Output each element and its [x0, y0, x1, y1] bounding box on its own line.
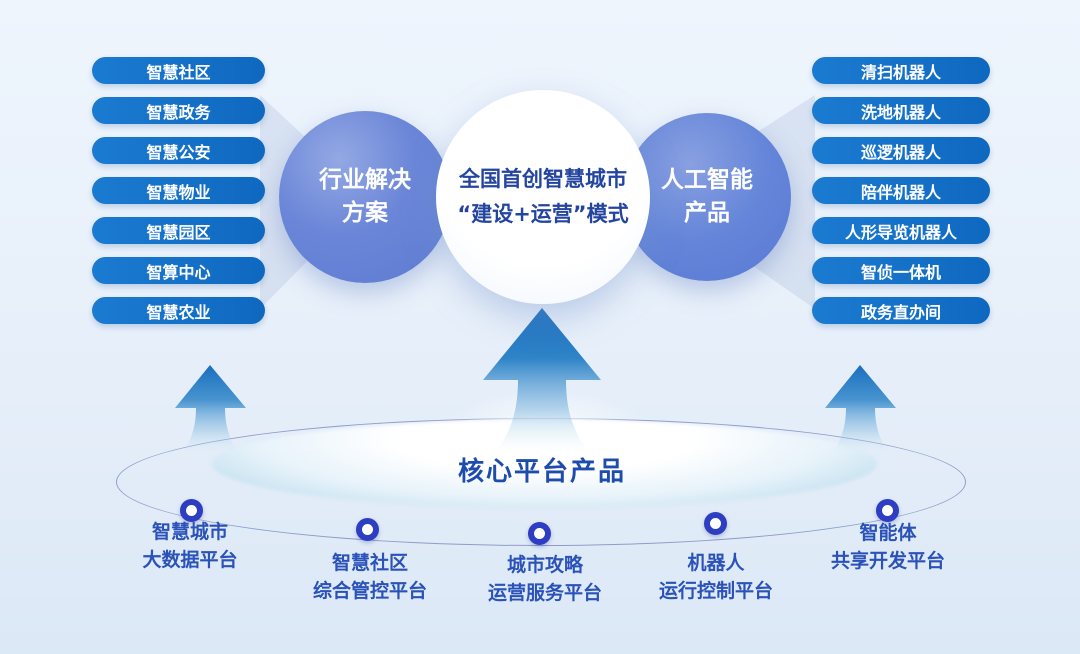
pill-smart-police: 智慧公安 [92, 137, 265, 164]
ai-products-line2: 产品 [684, 200, 730, 226]
left-up-arrow-icon [175, 365, 246, 451]
pill-smart-park: 智慧园区 [92, 217, 265, 244]
pill-smart-property: 智慧物业 [92, 177, 265, 204]
right-up-arrow-icon [825, 365, 896, 451]
platform-item-line1: 智慧城市 [151, 521, 228, 543]
ai-products-line1: 人工智能 [661, 167, 753, 193]
platform-item-line2: 运营服务平台 [487, 582, 602, 604]
pill-sweeping-robot: 清扫机器人 [812, 57, 990, 84]
node-dot-icon [180, 499, 203, 522]
pill-smart-agriculture: 智慧农业 [92, 297, 265, 324]
platform-item-city-ops: 城市攻略 运营服务平台 [435, 551, 655, 607]
platform-item-line1: 机器人 [687, 552, 745, 574]
node-dot-icon [356, 518, 379, 541]
pill-scrubbing-robot: 洗地机器人 [812, 97, 990, 124]
platform-item-line2: 运行控制平台 [658, 580, 773, 602]
node-dot-icon [704, 512, 727, 535]
industry-solutions-line2: 方案 [342, 200, 388, 226]
central-mode-circle: 全国首创智慧城市 “建设+运营”模式 [436, 90, 650, 304]
industry-solutions-list: 智慧社区 智慧政务 智慧公安 智慧物业 智慧园区 智算中心 智慧农业 [92, 57, 265, 324]
pill-computing-center: 智算中心 [92, 257, 265, 284]
industry-solutions-circle: 行业解决 方案 [279, 111, 451, 283]
platform-item-community-control: 智慧社区 综合管控平台 [260, 549, 480, 605]
pill-patrol-robot: 巡逻机器人 [812, 137, 990, 164]
pill-smart-government: 智慧政务 [92, 97, 265, 124]
platform-item-bigdata: 智慧城市 大数据平台 [80, 518, 300, 574]
pill-gov-service-room: 政务直办间 [812, 297, 990, 324]
platform-item-line2: 大数据平台 [142, 549, 238, 571]
platform-item-line2: 共享开发平台 [830, 550, 945, 572]
platform-item-line2: 综合管控平台 [312, 580, 427, 602]
platform-item-robot-control: 机器人 运行控制平台 [606, 549, 826, 605]
industry-solutions-line1: 行业解决 [319, 167, 411, 193]
node-dot-icon [528, 522, 551, 545]
ai-products-circle: 人工智能 产品 [623, 113, 791, 281]
platform-item-line1: 城市攻略 [506, 554, 583, 576]
center-up-arrow-icon [483, 308, 601, 452]
node-dot-icon [876, 499, 899, 522]
pill-smart-community: 智慧社区 [92, 57, 265, 84]
platform-item-line1: 智慧社区 [331, 552, 408, 574]
pill-humanoid-guide-robot: 人形导览机器人 [812, 217, 990, 244]
platform-title: 核心平台产品 [457, 457, 626, 487]
platform-item-agent-dev: 智能体 共享开发平台 [778, 519, 998, 575]
pill-companion-robot: 陪伴机器人 [812, 177, 990, 204]
platform-item-line1: 智能体 [859, 522, 917, 544]
ai-products-list: 清扫机器人 洗地机器人 巡逻机器人 陪伴机器人 人形导览机器人 智侦一体机 政务… [812, 57, 990, 324]
central-mode-line1: 全国首创智慧城市 [459, 167, 627, 191]
central-mode-line2: “建设+运营”模式 [457, 202, 629, 226]
pill-smart-detection-machine: 智侦一体机 [812, 257, 990, 284]
